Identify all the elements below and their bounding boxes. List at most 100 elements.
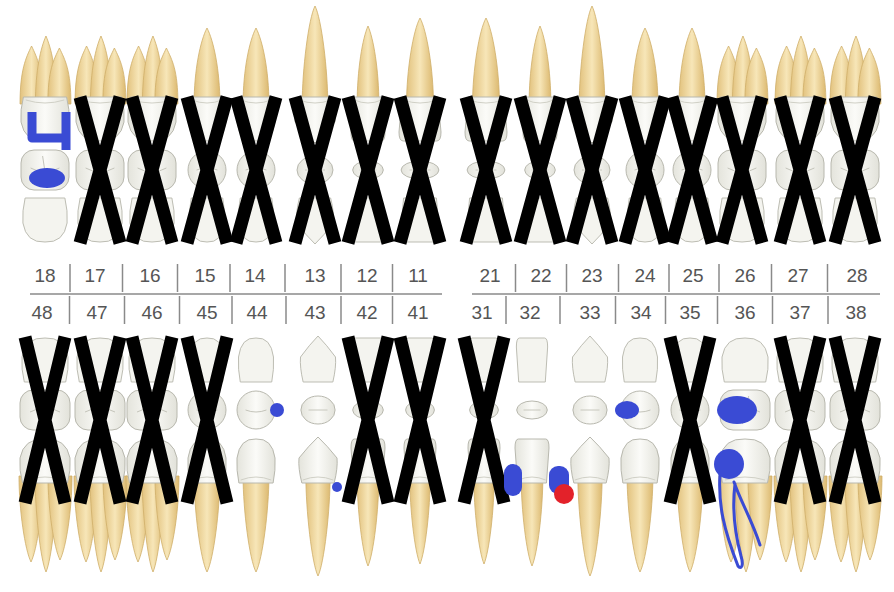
lower-jaw [19,336,882,576]
separator-line [717,296,719,324]
tooth-root [627,476,653,572]
separator-line [566,264,568,292]
separator-line [124,296,126,324]
separator-line [284,264,286,292]
tooth-number: 37 [788,302,811,323]
crown-line [518,477,545,480]
missing-tooth-x [80,337,120,503]
tooth-number: 17 [83,265,106,286]
crown-line [303,477,333,480]
tooth-number-cell: 31 [470,303,493,323]
tooth-crown [237,439,275,483]
tooth-number: 47 [85,302,108,323]
tooth-number-cell: 13 [303,266,326,286]
tooth-number: 43 [303,302,326,323]
occlusal-groove [524,410,541,411]
tooth-number: 46 [140,302,163,323]
separator-line [827,296,829,324]
missing-tooth-x [400,97,440,243]
tooth-root [48,48,71,104]
tooth-number: 24 [633,265,656,286]
separator-line [772,296,774,324]
tooth-number: 32 [518,302,541,323]
tooth-number: 26 [733,265,756,286]
tooth-root [748,476,772,560]
tooth-root [302,6,328,104]
tooth-number: 22 [529,265,552,286]
tooth-number-cell: 21 [478,266,501,286]
tooth [20,36,71,242]
tooth-root [632,28,658,104]
crown-line [677,100,707,103]
tooth-number: 18 [33,265,56,286]
tooth-number-cell: 11 [407,266,429,286]
occlusal-view [301,396,335,424]
missing-tooth-x [520,97,560,243]
tooth-number: 16 [138,265,161,286]
tooth-number-cell: 36 [733,303,756,323]
lingual-crown [722,338,768,382]
tooth-number: 14 [243,265,266,286]
tooth-crown [571,437,609,483]
separator-line [771,264,773,292]
tooth-number-cell: 32 [518,303,541,323]
tooth-number-cell: 35 [678,303,701,323]
crown-line [625,477,655,480]
tooth-root [677,476,703,572]
separator-line [392,296,394,324]
tooth-root [474,476,494,564]
number-grid [30,264,880,324]
tooth-root [194,28,220,104]
crown-line [575,477,605,480]
tooth-number: 15 [193,265,216,286]
missing-tooth-x [187,97,227,243]
tooth-number: 27 [786,265,809,286]
missing-tooth-x [236,97,276,243]
separator-line [122,264,124,292]
tooth [127,36,178,242]
lingual-crown [516,338,547,382]
separator-line [615,296,617,324]
tooth-number: 28 [845,265,868,286]
separator-line [668,264,670,292]
tooth [19,338,72,572]
tooth-root [357,26,379,104]
separator-line [179,296,181,324]
tooth-number-cell: 28 [845,266,868,286]
tooth [188,338,226,572]
separator-line [827,264,829,292]
occlusal-view [237,391,275,429]
tooth [774,338,827,572]
tooth-root [243,476,269,572]
occlusal-view [21,150,69,190]
tooth [74,338,127,572]
tooth [299,336,337,576]
tooth-number: 12 [355,265,378,286]
tooth [671,338,709,572]
missing-marks [25,97,875,503]
tooth-root [473,18,500,104]
tooth-number: 21 [478,265,501,286]
missing-tooth-x [464,337,504,503]
missing-tooth-x [572,97,612,243]
separator-line [340,296,342,324]
tooth [399,18,441,242]
separator-line [69,264,71,292]
tooth-number-cell: 37 [788,303,811,323]
tooth-number-cell: 41 [406,303,429,323]
separator-line [340,264,342,292]
filling-mark [29,168,65,188]
missing-tooth-x [25,337,65,503]
tooth-number: 35 [678,302,701,323]
tooth-number: 38 [844,302,867,323]
tooth [571,336,609,576]
tooth-root [306,476,330,576]
tooth-number: 45 [195,302,218,323]
tooth-number: 31 [470,302,493,323]
tooth-number: 34 [629,302,652,323]
root-canal-mark [720,474,760,568]
tooth [295,6,335,244]
tooth-number: 36 [733,302,756,323]
divider-line [472,293,880,295]
